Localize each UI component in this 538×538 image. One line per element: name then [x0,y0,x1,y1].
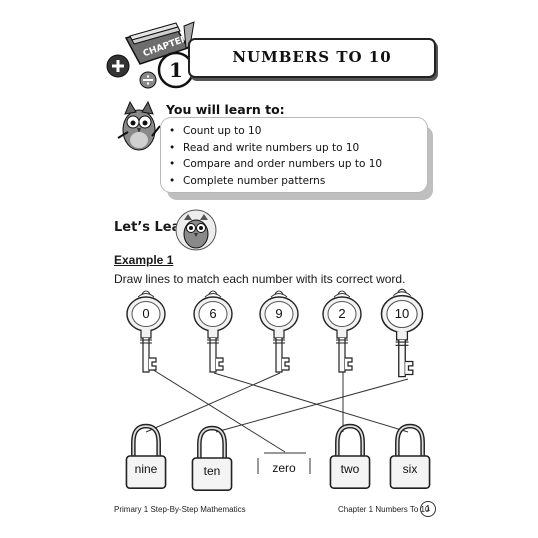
divide-icon [139,71,157,89]
footer-chapter: Chapter 1 Numbers To 10 [338,505,430,514]
owl-teacher-icon [117,100,161,151]
title-banner: NUMBERS TO 10 [188,38,436,78]
key-number: 10 [394,306,410,321]
objective-item: •Read and write numbers up to 10 [169,141,360,154]
key-number: 0 [142,306,150,321]
key-number: 2 [338,306,346,321]
match-line-10-ten [215,378,409,433]
instruction-text: Draw lines to match each number with its… [114,272,406,286]
book-icon [124,22,190,65]
key-6 [193,290,233,373]
key-0 [126,290,166,373]
lock-ten [192,428,231,490]
lock-zero [257,452,311,474]
plus-icon [106,54,130,78]
example-title: Example 1 [114,253,174,267]
lock-two [330,426,369,488]
lock-word: two [340,462,360,476]
chapter-badge: CHAPTER 1 [106,21,195,89]
objectives-box: •Count up to 10 •Read and write numbers … [161,118,427,192]
lock-six [390,426,429,488]
lock-nine [126,426,165,488]
lock-word: zero [272,461,296,475]
answer-lines [145,365,409,453]
match-line-0-zero [146,365,286,453]
owl-mascot-icon [175,209,217,251]
lock-word: ten [203,464,221,478]
key-9 [259,290,299,373]
chapter-number: 1 [169,58,183,82]
objective-item: •Compare and order numbers up to 10 [169,158,383,170]
objective-item: •Count up to 10 [169,125,262,137]
learn-heading: You will learn to: [166,102,285,117]
objectives-list: •Count up to 10 •Read and write numbers … [161,118,427,189]
page-number: 1 [420,501,436,517]
lock-word: nine [134,462,158,476]
key-10 [380,288,424,378]
match-line-9-nine [145,372,281,433]
match-line-6-six [213,372,409,433]
footer-book-title: Primary 1 Step-By-Step Mathematics [114,505,246,514]
key-number: 9 [275,306,283,321]
key-number: 6 [209,306,217,321]
chapter-title: NUMBERS TO 10 [232,48,392,66]
objective-item: •Complete number patterns [169,174,326,187]
lock-word: six [402,462,418,476]
key-2 [322,290,362,373]
